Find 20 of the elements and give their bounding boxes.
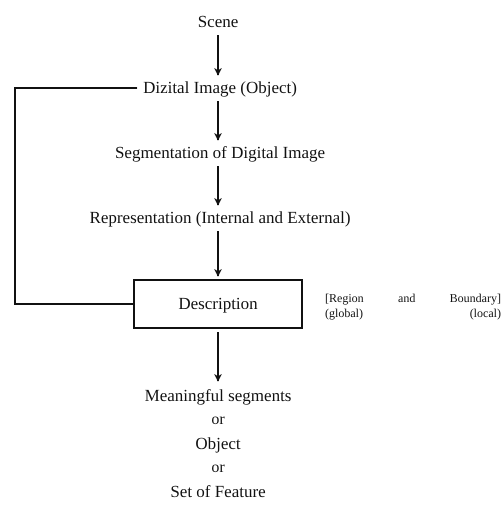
annotation-text: [Region and Boundary] (325, 291, 501, 306)
step-label: or (211, 410, 225, 430)
arrow (214, 332, 222, 382)
box-label: Description (178, 294, 258, 314)
step-label: Set of Feature (170, 481, 266, 503)
arrow (214, 35, 222, 76)
process-box (133, 279, 303, 329)
step-label: Meaningful segments (144, 385, 292, 407)
step-label: Dizital Image (Object) (143, 78, 297, 98)
step-label: Segmentation of Digital Image (114, 143, 326, 163)
feedback-line (14, 87, 138, 305)
step-label: Representation (Internal and External) (89, 208, 351, 228)
annotation-text: (local) (468, 306, 501, 321)
step-label: or (211, 458, 225, 478)
arrow (214, 166, 222, 206)
arrow (214, 231, 222, 277)
step-label: Scene (198, 12, 238, 32)
step-label: Object (195, 433, 241, 455)
annotation-text: (global) (325, 306, 364, 321)
arrow (214, 101, 222, 141)
